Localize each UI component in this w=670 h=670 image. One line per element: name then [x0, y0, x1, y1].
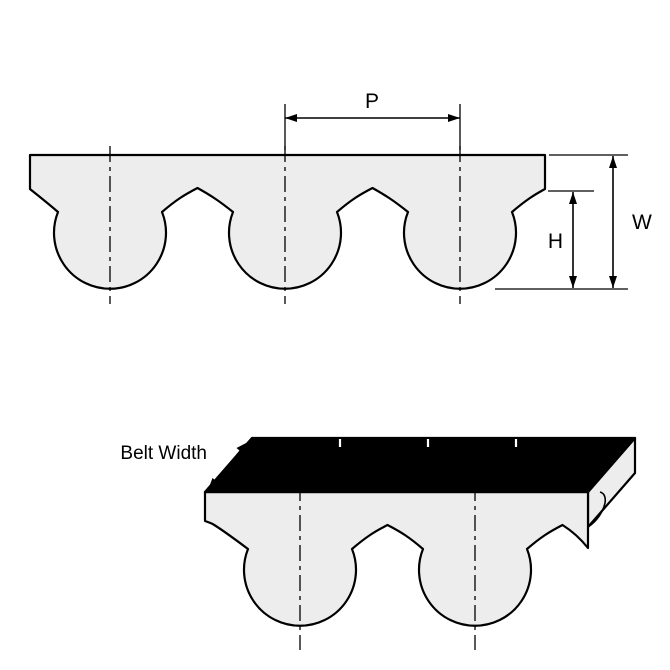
belt-cross-section	[28, 153, 547, 290]
belt-width-arrow-line	[210, 444, 246, 488]
width-label: W	[632, 211, 652, 234]
pitch-dimension: P	[284, 90, 461, 150]
arrowhead-right	[448, 114, 460, 122]
arrowhead-down-left	[208, 478, 220, 490]
belt-top-face	[203, 436, 637, 494]
belt-front-face	[203, 490, 590, 627]
height-dimension: H	[548, 190, 594, 288]
arrowhead-down	[609, 276, 617, 288]
arrowhead-up	[569, 192, 577, 204]
profile-view: P W H	[28, 90, 652, 304]
belt-width-label: Belt Width	[120, 443, 207, 464]
pitch-label: P	[365, 90, 379, 113]
tooth-centerlines	[109, 146, 461, 304]
arrowhead-up	[609, 156, 617, 168]
belt-width-annotation: Belt Width	[120, 442, 248, 490]
width-dimension: W	[495, 154, 652, 290]
arrowhead-down	[569, 276, 577, 288]
arrowhead-up-right	[236, 442, 248, 454]
isometric-view: Belt Width	[120, 436, 637, 650]
top-face-ticks	[338, 439, 518, 447]
end-face-tooth-contour	[587, 491, 607, 528]
height-label: H	[548, 230, 563, 253]
arrowhead-left	[285, 114, 297, 122]
tooth-centerlines-iso	[299, 485, 476, 650]
